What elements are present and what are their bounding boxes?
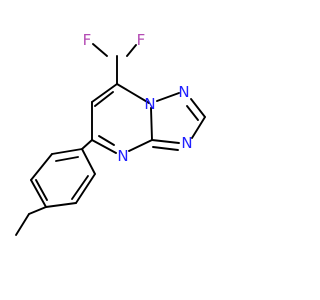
bond-n2-c bbox=[190, 98, 206, 118]
bond-ph5-ph6 bbox=[30, 153, 53, 181]
bond-n3-c8 bbox=[151, 139, 180, 144]
nitrogen-atom-label: N bbox=[178, 83, 189, 101]
bond-c5-n4 bbox=[91, 139, 117, 154]
bond-c8-n1 bbox=[150, 107, 153, 141]
fluorine-atom-label: F bbox=[83, 31, 92, 49]
fluorine-atom-label: F bbox=[137, 31, 146, 49]
bond-c-n3 bbox=[191, 116, 206, 139]
bonds bbox=[15, 43, 206, 236]
bond-n1-n2 bbox=[156, 92, 180, 102]
nitrogen-atom-label: N bbox=[181, 134, 192, 152]
bond-c7-n1 bbox=[116, 83, 150, 104]
molecule-structure: F F N N N N bbox=[15, 31, 206, 236]
bond-n4-c8 bbox=[128, 139, 153, 152]
bond-ph4-ethyl bbox=[28, 206, 47, 215]
bond-ph3-ph4 bbox=[45, 202, 77, 208]
nitrogen-atom-label: N bbox=[144, 95, 155, 113]
bond-ph2-ph3 bbox=[75, 173, 96, 204]
nitrogen-atom-label: N bbox=[117, 147, 128, 165]
bond-f2-c bbox=[126, 44, 137, 57]
bond-n2-c-double bbox=[186, 105, 199, 121]
bond-f1-c bbox=[92, 43, 108, 57]
bond-ethyl-ch3 bbox=[15, 213, 30, 236]
bond-ph4-ph5-double bbox=[35, 179, 48, 201]
bond-n3-c8-double bbox=[152, 146, 179, 151]
bond-ph2-ph3-double bbox=[71, 175, 89, 200]
bond-c5-aryl bbox=[81, 139, 93, 150]
bond-ph4-ph5 bbox=[30, 179, 47, 208]
bond-c7-c6 bbox=[91, 83, 118, 103]
atom-labels: F F N N N N bbox=[83, 31, 193, 165]
bond-ph1-ph2 bbox=[81, 148, 96, 175]
bond-ph6-ph1-double bbox=[55, 156, 79, 162]
bond-c5-n4-double bbox=[98, 135, 115, 146]
bond-ph6-ph1 bbox=[51, 148, 83, 155]
bond-c7-c6-double bbox=[94, 91, 114, 107]
